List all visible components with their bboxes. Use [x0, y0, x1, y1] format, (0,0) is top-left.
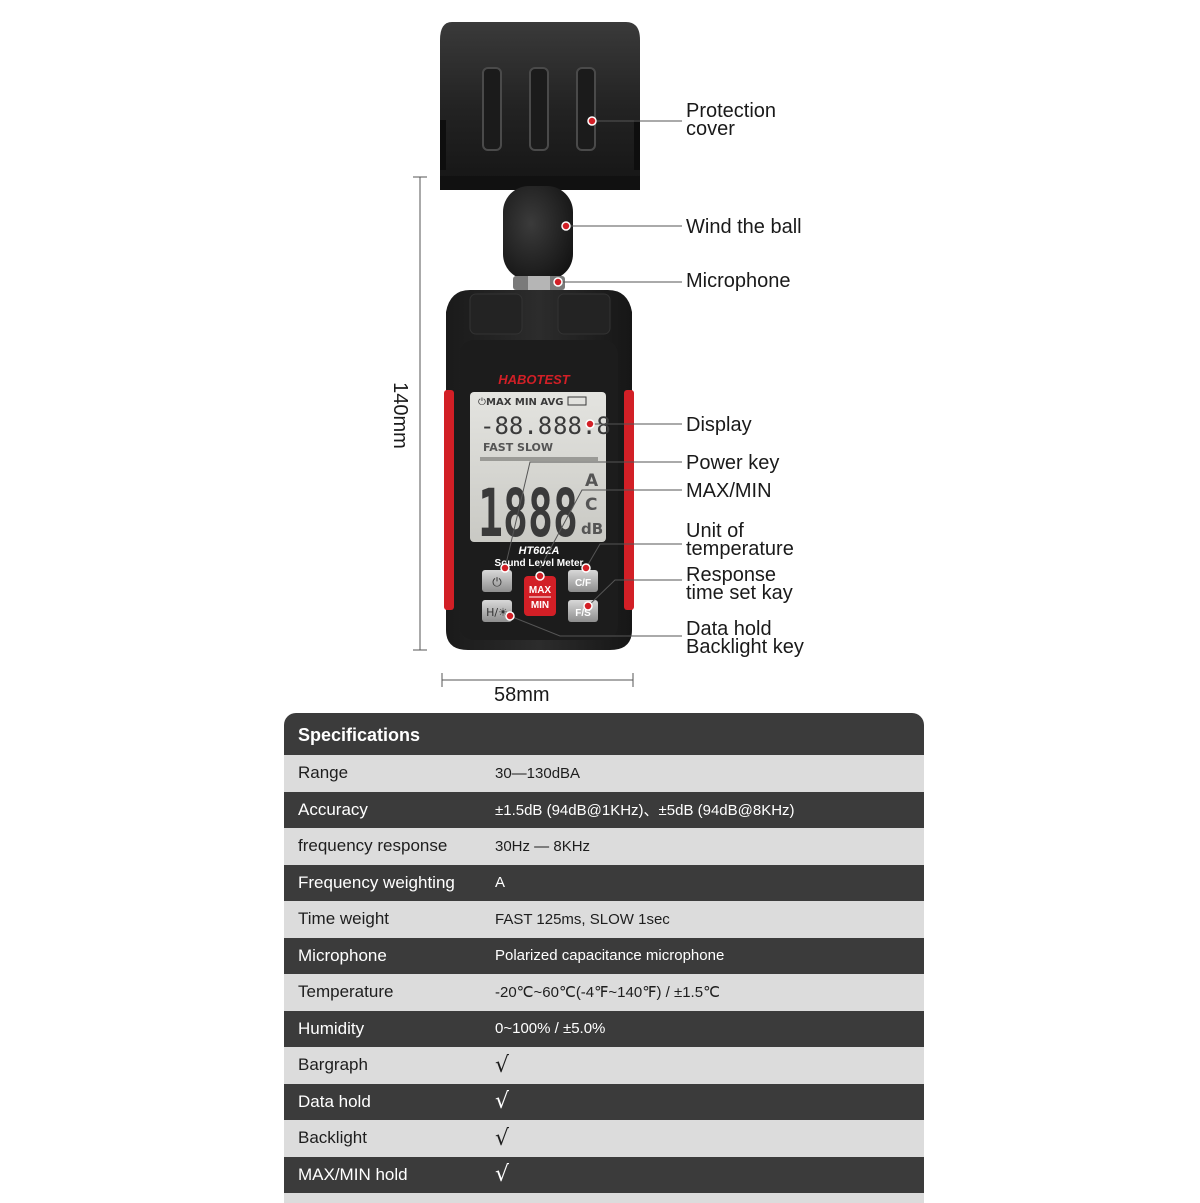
- brand-logo: HABOTEST: [498, 372, 571, 387]
- spec-value: -20℃~60℃(-4℉~140℉) / ±1.5℃: [495, 984, 720, 1002]
- lcd-main-reading: 1888: [478, 475, 578, 552]
- spec-row: frequency response 30Hz — 8KHz: [284, 828, 924, 865]
- spec-row: MAX/MIN hold √: [284, 1156, 924, 1193]
- spec-value: 30—130dBA: [495, 764, 581, 782]
- lcd-unit-c: C: [585, 495, 597, 515]
- callout-power-key: Power key: [686, 452, 780, 474]
- lcd-unit-db: dB: [581, 520, 603, 538]
- svg-text:F/S: F/S: [575, 608, 591, 619]
- spec-row: Temperature -20℃~60℃(-4℉~140℉) / ±1.5℃: [284, 974, 924, 1011]
- spec-key: Humidity: [298, 1018, 365, 1038]
- table-bottom-edge: [284, 1193, 924, 1203]
- microphone-collar: [513, 276, 565, 290]
- spec-key: Data hold: [298, 1091, 371, 1111]
- callout-lines: [504, 120, 682, 637]
- lcd-response: FAST SLOW: [483, 441, 553, 454]
- spec-key: MAX/MIN hold: [298, 1164, 408, 1184]
- spec-key: Temperature: [298, 982, 394, 1002]
- spec-row: Range 30—130dBA: [284, 755, 924, 792]
- subtitle-label: Sound Level Meter: [495, 558, 584, 569]
- svg-text:⏻: ⏻: [478, 397, 486, 408]
- max-min-key[interactable]: [524, 576, 556, 616]
- spec-row: Microphone Polarized capacitance micropho…: [284, 937, 924, 974]
- check-icon: √: [495, 1162, 510, 1188]
- spec-value: ±1.5dB (94dB@1KHz)、±5dB (94dB@8KHz): [495, 802, 795, 820]
- height-dimension-line: [413, 176, 427, 651]
- width-dimension-label: 58mm: [494, 684, 550, 706]
- height-dimension-label: 140mm: [388, 382, 411, 449]
- svg-text:H/☀: H/☀: [486, 606, 508, 619]
- svg-text:C/F: C/F: [575, 578, 591, 589]
- width-dimension-line: [441, 673, 634, 687]
- spec-value: FAST 125ms, SLOW 1sec: [495, 910, 670, 928]
- spec-row: Humidity 0~100% / ±5.0%: [284, 1010, 924, 1047]
- callout-wind-ball: Wind the ball: [686, 216, 802, 238]
- spec-row: Frequency weighting A: [284, 864, 924, 901]
- check-icon: √: [495, 1125, 510, 1151]
- check-icon: √: [495, 1089, 510, 1115]
- callout-dots: [500, 116, 597, 621]
- data-hold-backlight-key[interactable]: [482, 600, 512, 622]
- spec-value: 0~100% / ±5.0%: [495, 1020, 606, 1038]
- spec-value: A: [495, 874, 506, 892]
- callout-microphone: Microphone: [686, 270, 791, 292]
- meter-body: HABOTEST MAX MIN AVG ⏻ -88.8 88.8 FAST S…: [444, 290, 634, 650]
- spec-key: Bargraph: [298, 1055, 368, 1075]
- spec-key: Accuracy: [298, 799, 368, 819]
- lcd-humidity: 88.8: [553, 412, 611, 440]
- model-label: HT602A: [519, 545, 560, 557]
- spec-value: 30Hz — 8KHz: [495, 837, 591, 855]
- spec-key: frequency response: [298, 836, 448, 856]
- specifications-table: Specifications Range 30—130dBA Accuracy ±1.…: [284, 713, 924, 1203]
- spec-row: Backlight √: [284, 1120, 924, 1157]
- spec-key: Backlight: [298, 1128, 367, 1148]
- spec-row: Accuracy ±1.5dB (94dB@1KHz)、±5dB (94dB@8K…: [284, 791, 924, 828]
- svg-text:⏻: ⏻: [492, 575, 502, 589]
- protection-cover: [440, 22, 640, 190]
- specifications-header: Specifications: [284, 713, 924, 755]
- device-illustration: HABOTEST MAX MIN AVG ⏻ -88.8 88.8 FAST S…: [413, 22, 682, 687]
- spec-row: Time weight FAST 125ms, SLOW 1sec: [284, 901, 924, 938]
- spec-key: Time weight: [298, 909, 390, 929]
- spec-key: Range: [298, 763, 349, 783]
- spec-key: Frequency weighting: [298, 872, 455, 892]
- check-icon: √: [495, 1052, 510, 1078]
- callout-max-min: MAX/MIN: [686, 480, 772, 502]
- specifications-rows: Range 30—130dBA Accuracy ±1.5dB (94dB@1KHz)…: [284, 755, 924, 1193]
- power-key[interactable]: [482, 570, 512, 592]
- spec-row: Data hold √: [284, 1083, 924, 1120]
- lcd-unit-a: A: [585, 471, 599, 491]
- unit-temperature-key[interactable]: [568, 570, 598, 592]
- spec-value: Polarized capacitance microphone: [495, 947, 725, 965]
- lcd-temperature: -88.8: [480, 412, 552, 440]
- wind-ball: [503, 186, 573, 280]
- spec-key: Microphone: [298, 945, 387, 965]
- spec-row: Bargraph √: [284, 1047, 924, 1084]
- svg-text:MIN: MIN: [531, 600, 549, 611]
- callout-display: Display: [686, 414, 752, 436]
- svg-text:MAX: MAX: [529, 585, 552, 596]
- lcd-screen: [470, 392, 606, 542]
- lcd-top-row: MAX MIN AVG: [486, 397, 563, 408]
